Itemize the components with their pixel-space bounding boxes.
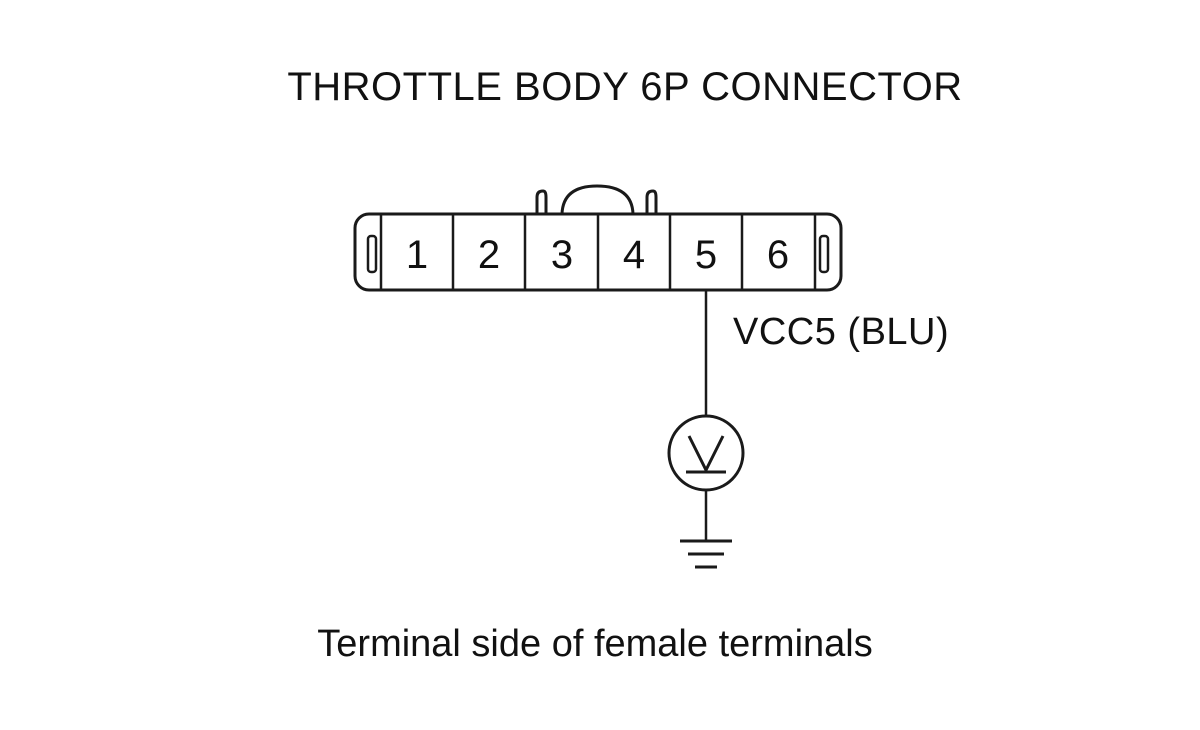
terminal-2: 2 — [478, 233, 500, 277]
ground-icon — [680, 539, 732, 569]
terminal-1: 1 — [406, 233, 428, 277]
diagram-title: THROTTLE BODY 6P CONNECTOR — [287, 65, 962, 109]
connector-body — [353, 184, 843, 292]
terminal-4: 4 — [623, 233, 645, 277]
terminal-5: 5 — [695, 233, 717, 277]
diagram-caption: Terminal side of female terminals — [317, 623, 872, 665]
terminal-3: 3 — [551, 233, 573, 277]
wire-label: VCC5 (BLU) — [733, 311, 949, 353]
terminal-6: 6 — [767, 233, 789, 277]
voltmeter-icon — [667, 414, 745, 492]
